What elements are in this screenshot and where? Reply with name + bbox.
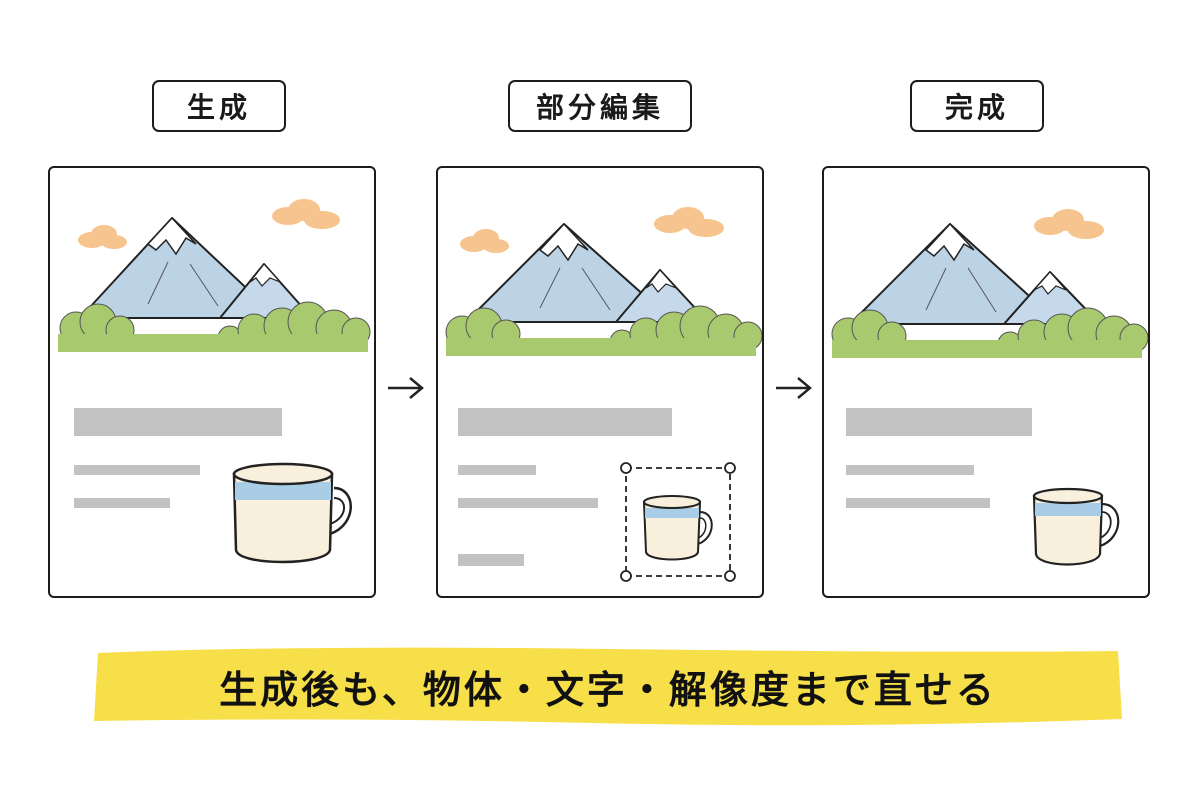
landscape-illustration (58, 199, 371, 352)
placeholder-text-bar (74, 465, 200, 475)
placeholder-text-bar (458, 465, 536, 475)
cloud-illustration (78, 199, 340, 249)
bush-illustration (831, 307, 1148, 358)
selection-handle-icon (620, 570, 632, 582)
placeholder-text-bar (846, 465, 974, 475)
landscape-illustration (445, 207, 762, 356)
step-label-complete-text: 完成 (944, 91, 1009, 124)
arrow-right-icon (776, 377, 812, 399)
placeholder-title-bar (74, 408, 282, 436)
cloud-illustration (460, 207, 724, 253)
mountain-illustration (849, 222, 1101, 325)
step-label-partial-edit-text: 部分編集 (535, 91, 664, 124)
mug-illustration (1032, 487, 1120, 566)
placeholder-title-bar (846, 408, 1032, 436)
placeholder-text-bar (458, 498, 598, 508)
step-label-partial-edit: 部分編集 (508, 80, 692, 132)
step-label-generate: 生成 (152, 80, 286, 132)
mug-illustration (642, 495, 713, 561)
cloud-illustration (1034, 209, 1104, 239)
mountain-illustration (465, 222, 709, 323)
step-label-generate-text: 生成 (186, 91, 251, 124)
bush-illustration (58, 301, 371, 352)
panel-partial-edit (436, 166, 764, 598)
landscape-illustration (831, 209, 1148, 358)
arrow-right-icon (388, 377, 424, 399)
placeholder-text-bar (74, 498, 170, 508)
selection-handle-icon (620, 462, 632, 474)
placeholder-text-bar (846, 498, 990, 508)
bush-illustration (445, 305, 762, 356)
caption-text: 生成後も、物体・文字・解像度まで直せる (219, 667, 997, 712)
placeholder-text-bar (458, 554, 524, 566)
selection-box[interactable] (618, 460, 738, 584)
mug-illustration (232, 462, 352, 564)
selection-handle-icon (724, 570, 736, 582)
selection-handle-icon (724, 462, 736, 474)
panel-generate (48, 166, 376, 598)
caption-highlight (94, 647, 1122, 726)
step-label-complete: 完成 (910, 80, 1044, 132)
placeholder-title-bar (458, 408, 672, 436)
mountain-illustration (79, 216, 313, 319)
panel-complete (822, 166, 1150, 598)
